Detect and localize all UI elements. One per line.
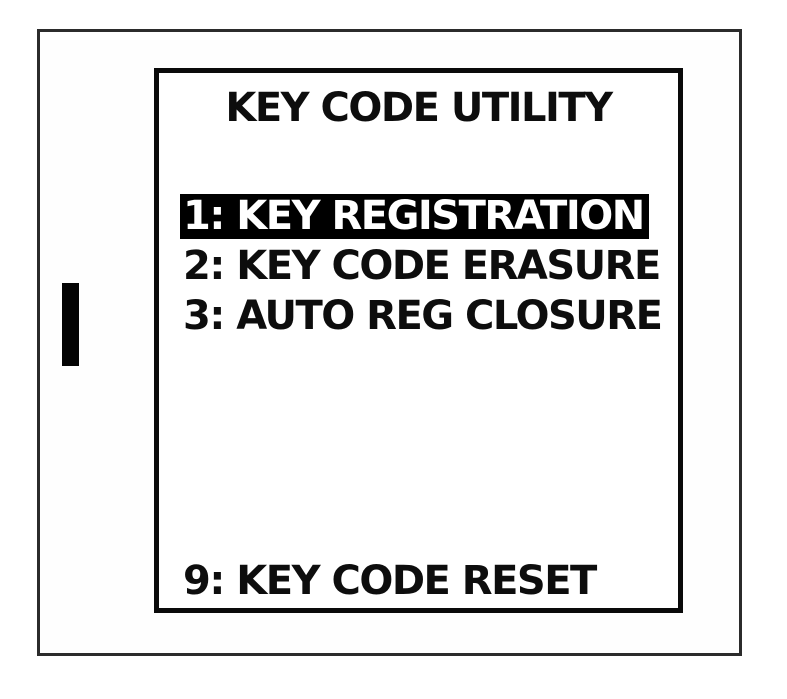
menu-item-auto-reg-closure[interactable]: 3: AUTO REG CLOSURE — [180, 293, 670, 343]
menu-item-key-registration[interactable]: 1: KEY REGISTRATION — [180, 193, 670, 243]
menu-item-key-code-erasure[interactable]: 2: KEY CODE ERASURE — [180, 243, 670, 293]
menu-item-label: 3: AUTO REG CLOSURE — [183, 293, 663, 339]
menu-item-key-code-reset[interactable]: 9: KEY CODE RESET — [183, 558, 597, 604]
cursor-indicator-bar — [62, 283, 79, 366]
page-title: KEY CODE UTILITY — [225, 85, 613, 131]
main-menu: 1: KEY REGISTRATION 2: KEY CODE ERASURE … — [180, 193, 670, 343]
device-display-frame: KEY CODE UTILITY 1: KEY REGISTRATION 2: … — [37, 29, 742, 656]
key-code-utility-screen: KEY CODE UTILITY 1: KEY REGISTRATION 2: … — [154, 68, 683, 613]
menu-item-label: 2: KEY CODE ERASURE — [183, 243, 661, 289]
menu-item-label: 1: KEY REGISTRATION — [180, 194, 649, 239]
